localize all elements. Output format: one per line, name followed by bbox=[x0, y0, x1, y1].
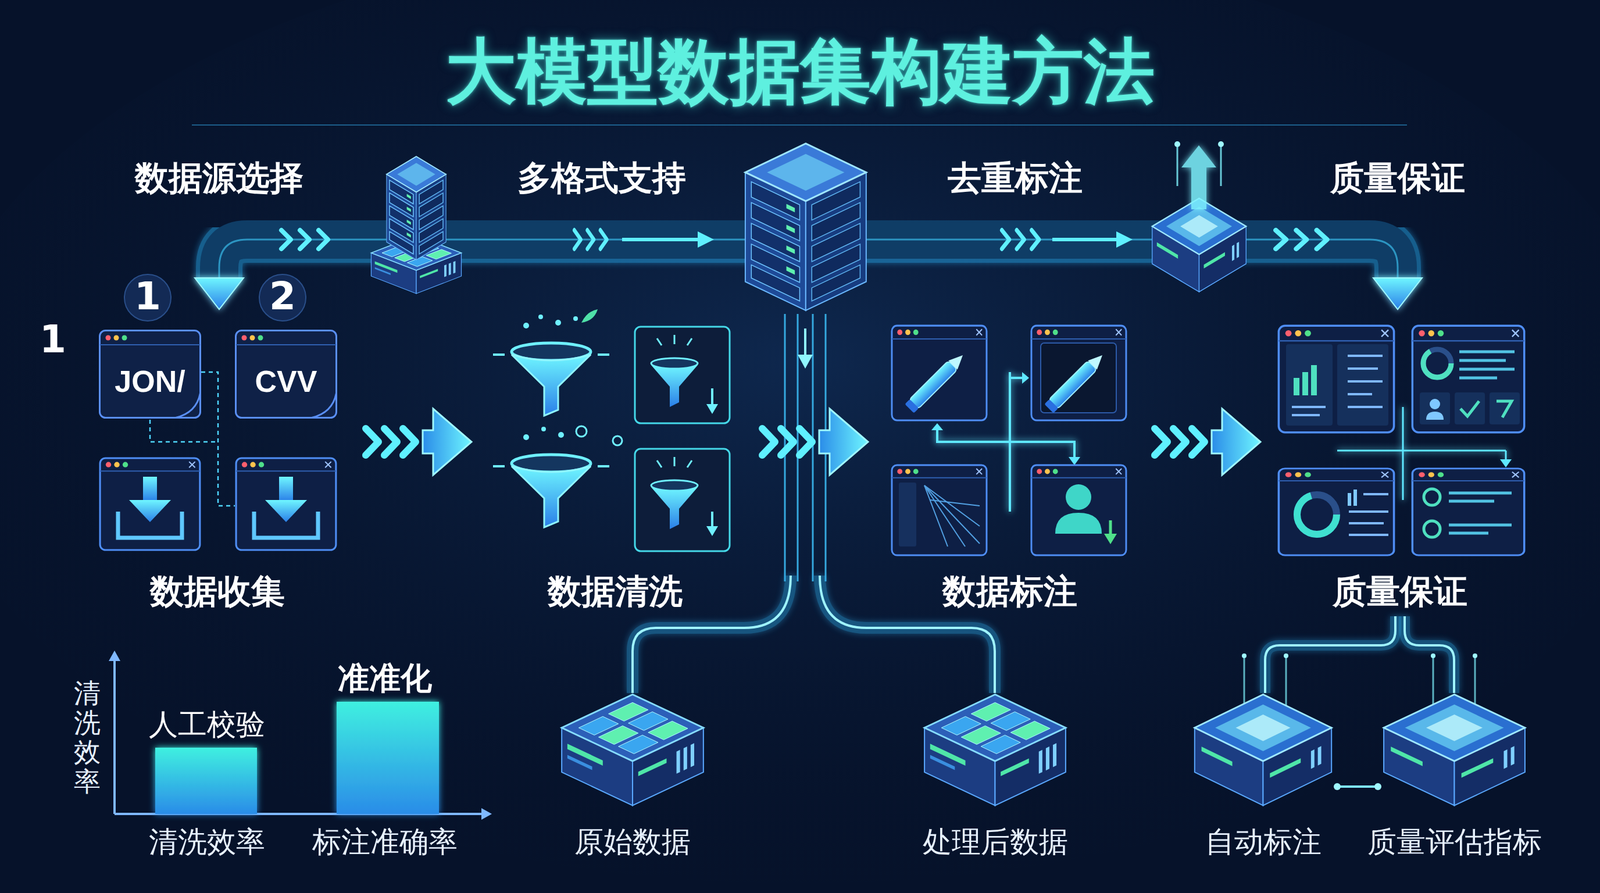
bar-label: 准准化 bbox=[337, 659, 432, 698]
window-dot bbox=[122, 335, 128, 341]
stage-label: 质量保证 bbox=[1330, 158, 1466, 199]
window-dot bbox=[258, 335, 264, 341]
stage-label: 多格式支持 bbox=[517, 158, 687, 199]
axis-label: 清洗效率 bbox=[148, 824, 266, 860]
file-name: CVV bbox=[255, 363, 318, 400]
window-dot bbox=[241, 335, 248, 341]
server-label: 处理后数据 bbox=[922, 824, 1069, 860]
connector-dot bbox=[1333, 783, 1341, 791]
server-label: 质量评估指标 bbox=[1367, 824, 1542, 860]
file-name: JON/ bbox=[114, 363, 185, 400]
file-box: CVV bbox=[234, 329, 338, 419]
axis-label: 标注准确率 bbox=[312, 824, 458, 860]
callout-number: 2 bbox=[269, 273, 296, 320]
axis-title: 清洗效率 bbox=[73, 678, 101, 796]
server-icon bbox=[924, 694, 1066, 806]
file-box: JON/ bbox=[98, 329, 202, 419]
stage-label: 数据标注 bbox=[942, 571, 1078, 613]
window-dot bbox=[113, 335, 120, 341]
stage-label: 数据清洗 bbox=[547, 571, 683, 613]
server-icon bbox=[1194, 694, 1332, 806]
server-node: 质量评估指标 bbox=[1377, 688, 1531, 812]
file-outline bbox=[100, 330, 201, 419]
window-dot bbox=[250, 335, 256, 341]
server-label: 原始数据 bbox=[574, 824, 691, 860]
server-icon bbox=[561, 694, 704, 806]
callout-number: 1 bbox=[39, 316, 67, 363]
server-node: 处理后数据 bbox=[918, 688, 1072, 812]
stage-label: 质量保证 bbox=[1332, 571, 1468, 613]
bar-label: 人工校验 bbox=[148, 706, 266, 742]
server-shape bbox=[918, 688, 1072, 812]
server-shape bbox=[1377, 688, 1531, 812]
callout-number: 1 bbox=[134, 273, 162, 320]
file-outline bbox=[236, 330, 337, 419]
title-bar bbox=[236, 344, 337, 346]
server-shape bbox=[1188, 688, 1338, 812]
diagram-title: 大模型数据集构建方法 bbox=[0, 29, 1600, 114]
connector-dot bbox=[1374, 783, 1382, 791]
server-node: 自动标注 bbox=[1188, 688, 1338, 812]
server-node: 原始数据 bbox=[555, 688, 710, 812]
server-icon bbox=[1383, 694, 1525, 806]
stage-label: 数据收集 bbox=[150, 571, 285, 613]
stage-label: 数据源选择 bbox=[134, 158, 304, 199]
connector bbox=[1337, 785, 1378, 788]
window-dot bbox=[105, 335, 112, 341]
stage-label: 去重标注 bbox=[947, 158, 1083, 199]
server-label: 自动标注 bbox=[1205, 824, 1322, 860]
server-shape bbox=[555, 688, 710, 812]
title-bar bbox=[100, 344, 200, 346]
